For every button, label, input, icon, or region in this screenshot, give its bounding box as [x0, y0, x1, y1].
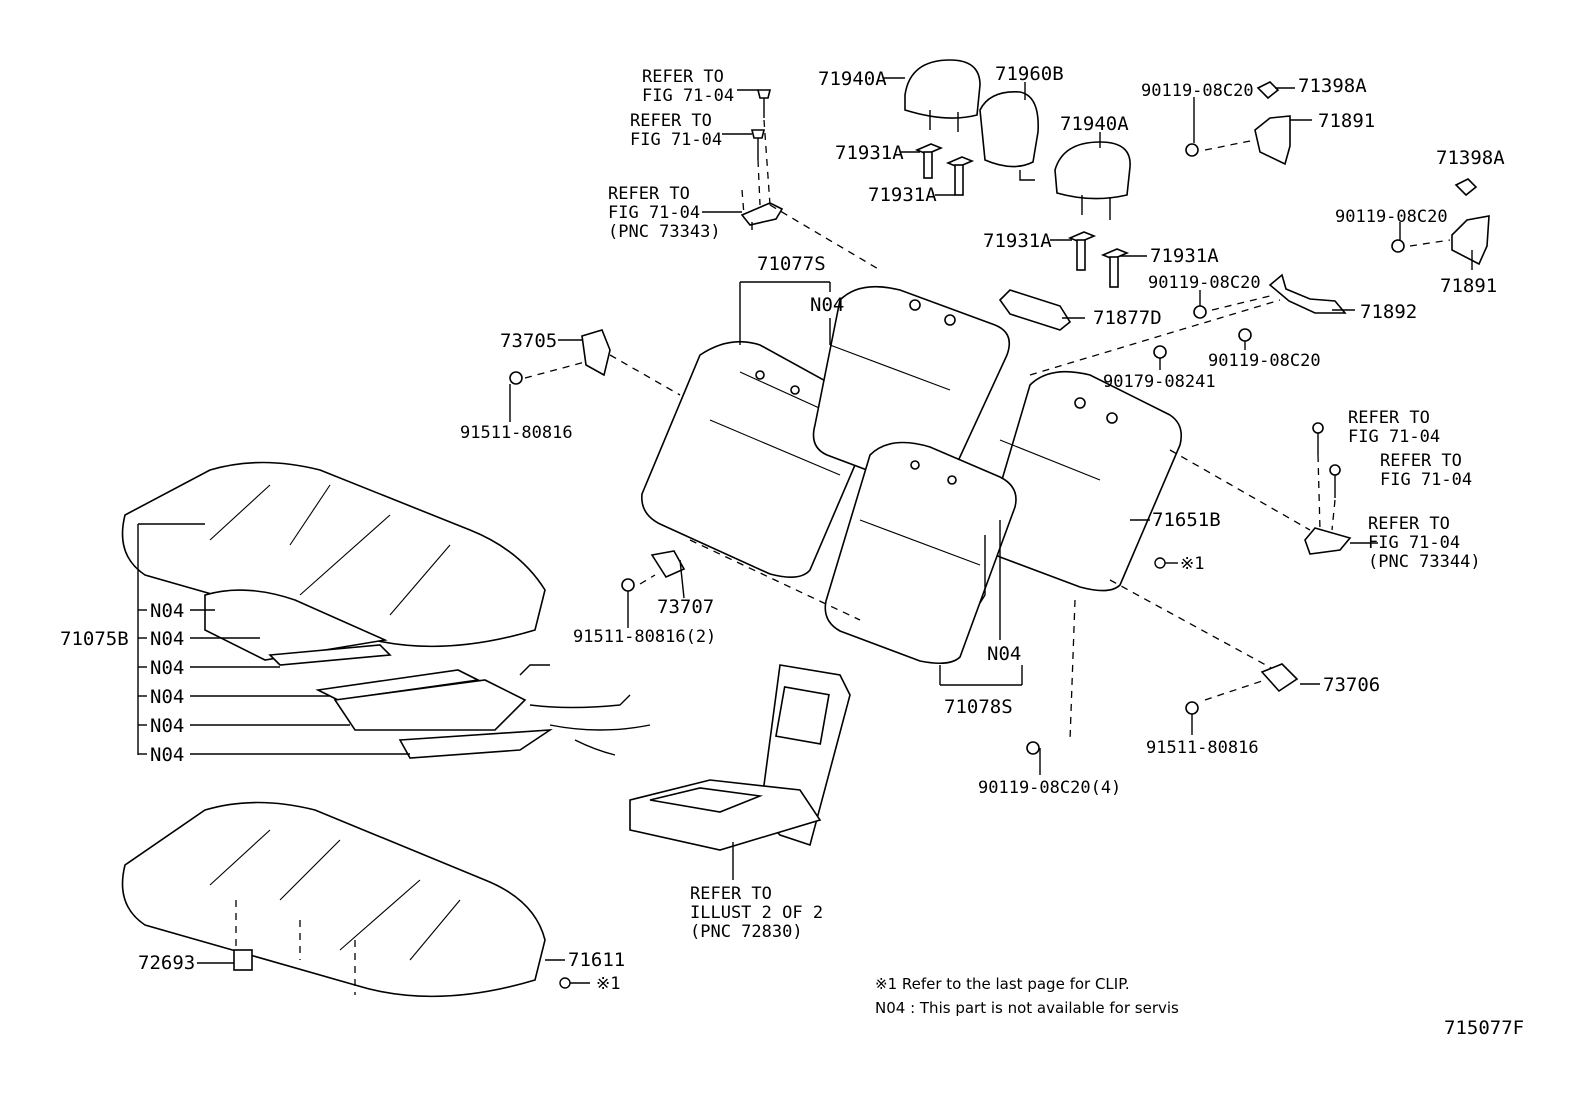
label-n04-cushion: N04 — [987, 643, 1021, 665]
label-73706: 73706 — [1323, 674, 1380, 696]
label-90119-e: 90119-08C20(4) — [978, 778, 1121, 798]
label-71398a-1: 71398A — [1298, 75, 1367, 97]
label-72693: 72693 — [138, 952, 195, 974]
note-clip: ※1 Refer to the last page for CLIP. — [875, 975, 1130, 993]
headrest-support-71931a — [914, 143, 1130, 288]
label-71892: 71892 — [1360, 301, 1417, 323]
bracket-71891-upper — [1185, 81, 1291, 166]
armrest-72830 — [629, 664, 851, 851]
label-n04-back: N04 — [810, 294, 844, 316]
label-refer-fig-d1: REFER TO — [1348, 408, 1430, 428]
label-n04-5: N04 — [150, 715, 184, 737]
label-refer-fig-b1: REFER TO — [630, 111, 712, 131]
label-refer-fig-b2: FIG 71-04 — [630, 130, 722, 150]
label-refer-fig-c2: FIG 71-04 — [608, 203, 700, 223]
label-refer-fig-f1: REFER TO — [1368, 514, 1450, 534]
label-refer-fig-c3: (PNC 73343) — [608, 222, 721, 242]
label-refer-fig-a2: FIG 71-04 — [642, 86, 734, 106]
label-71891-2: 71891 — [1440, 275, 1497, 297]
label-refer-illust-3: (PNC 72830) — [690, 922, 803, 942]
label-71960b: 71960B — [995, 63, 1064, 85]
seat-cushion-cover-71611 — [121, 801, 546, 998]
hinge-73705 — [509, 329, 611, 385]
note-n04: N04 : This part is not available for ser… — [875, 999, 1179, 1017]
label-71931a-2: 71931A — [868, 184, 937, 206]
seatback-71078s — [824, 441, 1017, 665]
label-90119-d: 90119-08C20 — [1208, 351, 1321, 371]
bracket-71891-lower — [1391, 178, 1490, 266]
label-71651b: 71651B — [1152, 509, 1221, 531]
label-90119-b: 90119-08C20 — [1335, 207, 1448, 227]
label-71078s: 71078S — [944, 696, 1013, 718]
clip-symbol-1 — [1154, 557, 1166, 569]
label-refer-fig-e1: REFER TO — [1380, 451, 1462, 471]
label-n04-6: N04 — [150, 744, 184, 766]
label-clip-mark-1: ※1 — [1180, 554, 1204, 574]
seatback-center — [812, 285, 1011, 490]
hinge-73706 — [1026, 663, 1299, 755]
label-73705: 73705 — [500, 330, 557, 352]
label-refer-illust-2: ILLUST 2 OF 2 — [690, 903, 823, 923]
label-71075b: 71075B — [60, 628, 129, 650]
diagram-id: 715077F — [1444, 1017, 1524, 1039]
label-71611: 71611 — [568, 949, 625, 971]
label-71877d: 71877D — [1093, 307, 1162, 329]
label-71931a-4: 71931A — [1150, 245, 1219, 267]
seatback-bracket-73344 — [1304, 422, 1352, 555]
label-71931a-1: 71931A — [835, 142, 904, 164]
seat-cushion-71075b — [121, 461, 651, 759]
headrest-71940a-right — [1054, 141, 1131, 220]
trim-71877d — [998, 289, 1072, 331]
label-91511-a: 91511-80816 — [460, 423, 573, 443]
label-n04-4: N04 — [150, 686, 184, 708]
headrest-71940a-left — [904, 59, 981, 132]
label-90119-a: 90119-08C20 — [1141, 81, 1254, 101]
label-71940a-1: 71940A — [818, 68, 887, 90]
label-71891-1: 71891 — [1318, 110, 1375, 132]
label-refer-illust-1: REFER TO — [690, 884, 772, 904]
bracket-71892 — [1029, 273, 1347, 376]
seatback-bracket-73343 — [740, 89, 784, 230]
label-71940a-2: 71940A — [1060, 113, 1129, 135]
label-n04-2: N04 — [150, 628, 184, 650]
label-n04-1: N04 — [150, 600, 184, 622]
label-71398a-2: 71398A — [1436, 147, 1505, 169]
label-90179: 90179-08241 — [1103, 372, 1216, 392]
labels: REFER TO FIG 71-04 REFER TO FIG 71-04 RE… — [60, 63, 1524, 1039]
label-clip-mark-2: ※1 — [596, 974, 620, 994]
label-n04-3: N04 — [150, 657, 184, 679]
label-refer-fig-d2: FIG 71-04 — [1348, 427, 1440, 447]
leader-lines — [137, 77, 1473, 984]
label-90119-c: 90119-08C20 — [1148, 273, 1261, 293]
headrest-71960b-center — [979, 91, 1039, 181]
seatback-71077s — [641, 340, 873, 578]
label-refer-fig-c1: REFER TO — [608, 184, 690, 204]
label-refer-fig-f2: FIG 71-04 — [1368, 533, 1460, 553]
clip-symbol-2 — [559, 977, 571, 989]
seatback-71651b — [985, 370, 1183, 592]
guide-lines — [524, 204, 1311, 741]
label-refer-fig-e2: FIG 71-04 — [1380, 470, 1472, 490]
label-71931a-3: 71931A — [983, 230, 1052, 252]
label-refer-fig-f3: (PNC 73344) — [1368, 552, 1481, 572]
label-91511-b: 91511-80816(2) — [573, 627, 716, 647]
hinge-73707 — [621, 550, 686, 592]
label-91511-c: 91511-80816 — [1146, 738, 1259, 758]
label-71077s: 71077S — [757, 253, 826, 275]
clip-72693 — [233, 900, 356, 995]
label-73707: 73707 — [657, 596, 714, 618]
label-refer-fig-a1: REFER TO — [642, 67, 724, 87]
